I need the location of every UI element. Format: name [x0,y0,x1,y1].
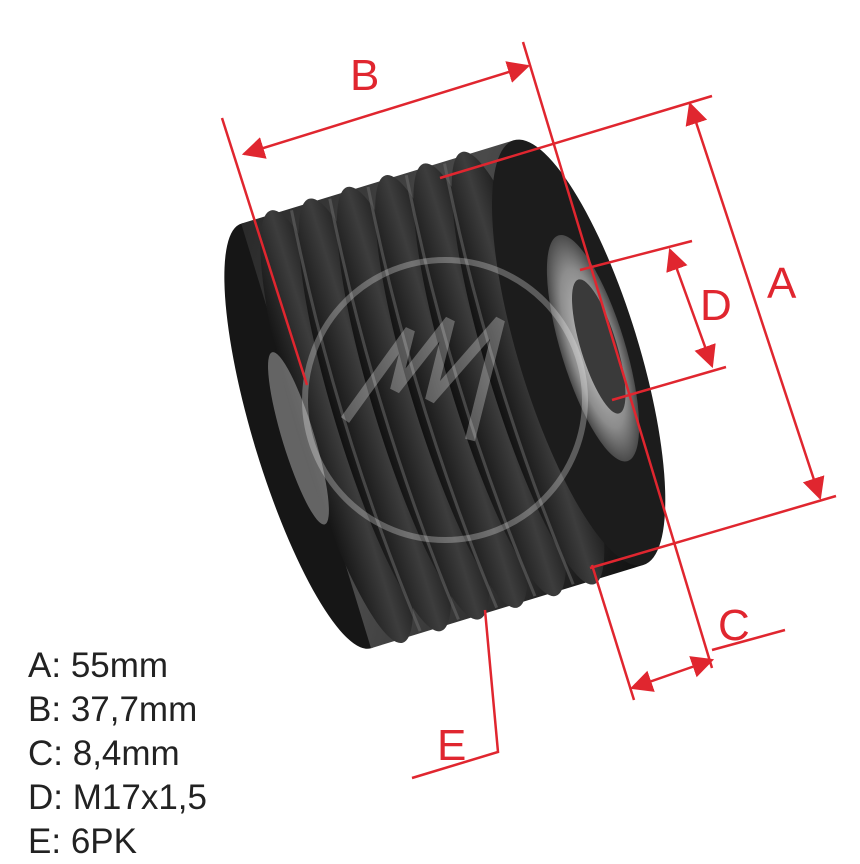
extension-line-b-right [521,41,714,669]
spec-e: E: 6PK [28,822,137,861]
dimension-arrow-a [685,101,825,501]
spec-e-letter: E [28,822,52,861]
spec-e-value: 6PK [70,822,137,861]
pulley-body [224,139,666,649]
spec-d: D: M17x1,5 [28,778,207,817]
callout-c: C [718,601,750,650]
dimension-arrow-d [666,247,716,369]
spec-b-value: 37,7mm [70,690,198,729]
spec-d-letter: D [28,778,54,817]
spec-list: A: 55mm B: 37,7mm C: 8,4mm D: M17x1,5 E:… [28,644,207,864]
spec-a: A: 55mm [28,646,169,685]
callout-a: A [767,259,797,308]
extension-line-a-bottom [589,494,837,570]
extension-line-d-bottom [611,365,727,402]
leader-line-c [711,628,786,652]
callout-b: B [350,51,379,100]
callout-d: D [700,281,732,330]
extension-line-b-left [220,117,309,386]
extension-line-a-top [439,94,713,180]
bearing-ring [268,352,329,525]
spec-c-value: 8,4mm [72,734,180,773]
spec-b-letter: B [28,690,52,729]
spec-c: C: 8,4mm [28,734,180,773]
pulley-bore [572,279,626,414]
callout-e: E [437,721,466,770]
spec-c-letter: C [28,734,54,773]
spec-b: B: 37,7mm [28,690,198,729]
dimension-arrow-b [241,61,531,159]
extension-line-d-top [579,239,693,272]
pulley-groove-highlights [290,163,575,632]
spec-d-value: M17x1,5 [72,778,207,817]
leader-line-e [411,609,500,780]
watermark-logo [302,257,588,543]
dimension-arrow-c [629,656,715,692]
extension-line-c [590,564,636,701]
spec-a-value: 55mm [70,646,169,685]
spec-a-letter: A [28,646,52,685]
dimension-lines [220,41,837,780]
